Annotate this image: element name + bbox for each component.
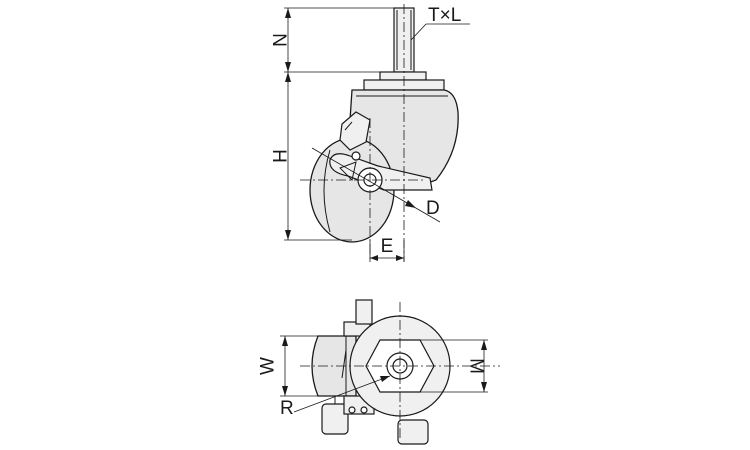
wheel-diameter-label: D [426,198,440,219]
brake-pedal-right [397,419,429,445]
swivel-radius-label: R [280,398,294,419]
dimension-w: W [258,335,318,397]
wheel-diameter-line [311,147,441,223]
stem-height-label: N [271,33,292,47]
side-view: N H E T×L D [271,4,470,262]
thread-leader: T×L [410,5,470,41]
height-label: H [271,149,292,163]
radius-leader: R [280,375,391,419]
wheel [309,137,395,243]
dimension-e: E [370,236,404,261]
top-view: W M R [258,299,500,445]
hex-size-label: M [466,358,487,374]
width-label: W [258,357,279,375]
thread-size-label: T×L [428,5,461,26]
dimension-m: M [420,339,488,393]
brake-pedal [321,396,349,435]
offset-label: E [381,236,394,257]
diameter-leader: D [405,198,440,219]
dimension-h: H [271,72,292,240]
dimension-n: N [271,8,292,72]
brake-assembly [329,111,433,191]
